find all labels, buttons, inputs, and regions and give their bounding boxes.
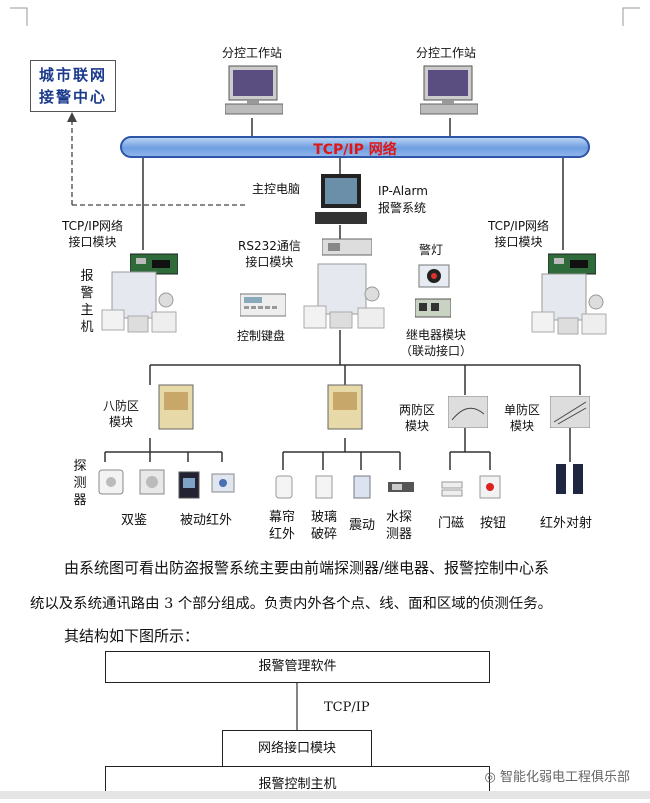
- tcpip-right-label: TCP/IP网络 接口模块: [488, 219, 550, 249]
- zone8-module-right-icon: [327, 384, 363, 430]
- curtain-ir-label: 幕帘 红外: [269, 510, 296, 542]
- ir-beam-label: 红外对射: [540, 516, 593, 531]
- main-pc-label: 主控电脑: [252, 182, 301, 196]
- alarm-host-right-icon: [528, 272, 612, 338]
- rs232-label: RS232通信 接口模块: [238, 239, 301, 269]
- zone8-module-left-icon: [158, 384, 194, 430]
- watermark-text: 智能化弱电工程俱乐部: [499, 770, 630, 785]
- bottom-scroll-bar: [0, 791, 650, 799]
- alarm-software-box: 报警管理软件: [105, 651, 490, 683]
- glass-break-icon: [313, 474, 335, 500]
- ip-alarm-label: IP-Alarm 报警系统: [378, 184, 428, 215]
- paragraph-line-1: 由系统图可看出防盗报警系统主要由前端探测器/继电器、报警控制中心系: [64, 559, 550, 577]
- page-corner-marks: [10, 7, 640, 26]
- detector-label: 探测器: [73, 459, 87, 508]
- button-label: 按钮: [480, 516, 507, 531]
- network-interface-box: 网络接口模块: [222, 730, 372, 768]
- zone2-label: 两防区 模块: [399, 403, 436, 433]
- vibration-icon: [351, 474, 373, 500]
- dual-detector-label: 双鉴: [121, 513, 148, 528]
- tcpip-network-bus: TCP/IP 网络: [120, 136, 590, 158]
- alarm-host-left-icon: [98, 270, 182, 336]
- ir-beam-icon: [553, 462, 587, 496]
- watermark: ◎ 智能化弱电工程俱乐部: [485, 766, 631, 785]
- rs232-module-icon: [321, 237, 373, 257]
- tcpip-protocol-label: TCP/IP: [324, 700, 370, 715]
- dual-detector-icon-2: [138, 468, 166, 498]
- workstation-left-label: 分控工作站: [222, 46, 283, 60]
- paragraph-line-2: 统以及系统通讯路由 3 个部分组成。负责内外各个点、线、面和区域的侦测任务。: [30, 596, 552, 612]
- control-keyboard-icon: [239, 292, 287, 318]
- water-detector-label: 水探 测器: [386, 510, 413, 542]
- paragraph-line-3: 其结构如下图所示：: [64, 627, 200, 645]
- vibration-label: 震动: [349, 518, 376, 533]
- network-bus-label: TCP/IP 网络: [313, 142, 397, 158]
- door-magnet-icon: [440, 478, 464, 500]
- button-icon: [478, 474, 502, 500]
- warning-light-label: 警灯: [419, 243, 444, 257]
- central-alarm-host-icon: [300, 262, 390, 332]
- door-magnet-label: 门磁: [438, 516, 465, 531]
- warning-light-icon: [417, 263, 451, 289]
- glass-break-label: 玻璃 破碎: [311, 510, 338, 542]
- workstation-right-label: 分控工作站: [416, 46, 477, 60]
- relay-module-icon: [414, 297, 452, 319]
- city-alarm-center: 城市联网接警中心: [30, 60, 116, 112]
- passive-ir-icon-2: [210, 472, 236, 494]
- zone1-label: 单防区 模块: [504, 403, 541, 433]
- passive-ir-icon: [177, 470, 201, 500]
- curtain-ir-icon: [273, 474, 295, 500]
- tcpip-left-label: TCP/IP网络 接口模块: [62, 219, 124, 249]
- dual-detector-icon: [95, 466, 129, 498]
- tcpip-left-board-icon: [129, 250, 179, 276]
- control-keyboard-label: 控制键盘: [237, 329, 286, 343]
- workstation-right-icon: [419, 64, 479, 118]
- tcpip-right-board-icon: [547, 250, 597, 276]
- wechat-icon: ◎: [484, 770, 500, 785]
- zone1-module-icon: [549, 395, 591, 429]
- main-pc-icon: [315, 172, 367, 228]
- passive-ir-label: 被动红外: [180, 513, 233, 528]
- workstation-left-icon: [224, 64, 284, 118]
- relay-module-label: 继电器模块 （联动接口）: [400, 328, 473, 358]
- alarm-host-label: 报警主机: [80, 269, 94, 335]
- water-detector-icon: [386, 478, 416, 496]
- zone2-module-icon: [447, 395, 489, 429]
- zone8-label: 八防区 模块: [103, 399, 140, 429]
